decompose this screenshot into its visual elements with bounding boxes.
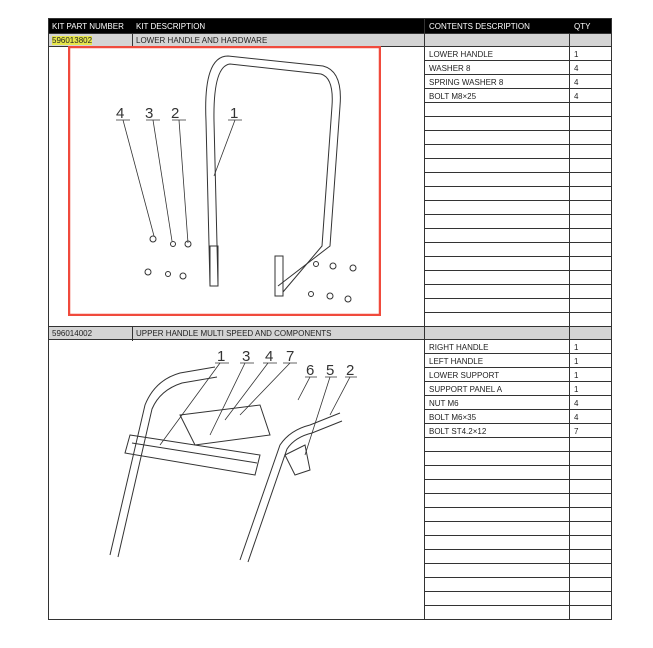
contents-row: WASHER 8 4 <box>425 61 612 75</box>
callout: 4 <box>116 105 124 122</box>
kit-part-number[interactable]: 596013802 <box>52 36 93 45</box>
contents-row <box>425 271 612 285</box>
contents-row: LOWER HANDLE 1 <box>425 47 612 61</box>
col-contents-description: CONTENTS DESCRIPTION <box>429 22 530 31</box>
contents-row <box>425 480 612 494</box>
contents-row: BOLT M8×25 4 <box>425 89 612 103</box>
content-description: LOWER SUPPORT <box>429 371 500 380</box>
contents-row <box>425 438 612 452</box>
contents-row <box>425 536 612 550</box>
callout: 7 <box>286 348 294 365</box>
contents-row <box>425 508 612 522</box>
contents-row <box>425 173 612 187</box>
contents-row <box>425 285 612 299</box>
contents-row <box>425 201 612 215</box>
callout: 6 <box>306 362 314 379</box>
content-qty: 4 <box>574 64 579 73</box>
contents-row <box>425 522 612 536</box>
contents-row <box>425 494 612 508</box>
contents-row <box>425 550 612 564</box>
contents-row <box>425 103 612 117</box>
content-qty: 1 <box>574 343 579 352</box>
content-qty: 1 <box>574 371 579 380</box>
callout: 2 <box>346 362 354 379</box>
callout: 3 <box>242 348 250 365</box>
callout: 1 <box>230 105 238 122</box>
col-qty: QTY <box>574 22 591 31</box>
contents-row: SPRING WASHER 8 4 <box>425 75 612 89</box>
contents-row <box>425 592 612 606</box>
table-header: KIT PART NUMBER KIT DESCRIPTION CONTENTS… <box>49 19 611 34</box>
callout: 5 <box>326 362 334 379</box>
col-kit-description: KIT DESCRIPTION <box>136 22 206 31</box>
contents-row <box>425 131 612 145</box>
col-kit-part-number: KIT PART NUMBER <box>52 22 124 31</box>
contents-row <box>425 187 612 201</box>
content-description: NUT M6 <box>429 399 459 408</box>
kit-row: 596014002 UPPER HANDLE MULTI SPEED AND C… <box>49 326 611 340</box>
contents-row: RIGHT HANDLE 1 <box>425 340 612 354</box>
contents-row <box>425 159 612 173</box>
content-qty: 1 <box>574 357 579 366</box>
contents-row <box>425 243 612 257</box>
content-description: SUPPORT PANEL A <box>429 385 503 394</box>
contents-row <box>425 578 612 592</box>
kit-description: UPPER HANDLE MULTI SPEED AND COMPONENTS <box>136 329 332 338</box>
callout: 3 <box>145 105 153 122</box>
content-description: BOLT M8×25 <box>429 92 477 101</box>
contents-row <box>425 145 612 159</box>
contents-row: BOLT M6×35 4 <box>425 410 612 424</box>
content-description: WASHER 8 <box>429 64 471 73</box>
contents-row <box>425 299 612 313</box>
callout: 4 <box>265 348 273 365</box>
contents-row <box>425 257 612 271</box>
kit-part-number[interactable]: 596014002 <box>52 329 93 338</box>
content-qty: 1 <box>574 385 579 394</box>
content-qty: 4 <box>574 399 579 408</box>
lower-handle-diagram: 4 3 2 1 <box>68 46 381 316</box>
contents-row: LOWER SUPPORT 1 <box>425 368 612 382</box>
contents-row: BOLT ST4.2×12 7 <box>425 424 612 438</box>
contents-row <box>425 606 612 620</box>
content-description: RIGHT HANDLE <box>429 343 489 352</box>
contents-row: LEFT HANDLE 1 <box>425 354 612 368</box>
content-qty: 7 <box>574 427 579 436</box>
contents-row <box>425 215 612 229</box>
callout: 1 <box>217 348 225 365</box>
content-description: BOLT ST4.2×12 <box>429 427 487 436</box>
content-description: LOWER HANDLE <box>429 50 494 59</box>
contents-row <box>425 564 612 578</box>
content-description: SPRING WASHER 8 <box>429 78 504 87</box>
parts-table: KIT PART NUMBER KIT DESCRIPTION CONTENTS… <box>48 18 612 620</box>
contents-row <box>425 117 612 131</box>
content-description: LEFT HANDLE <box>429 357 484 366</box>
content-qty: 4 <box>574 413 579 422</box>
callout: 2 <box>171 105 179 122</box>
content-qty: 4 <box>574 78 579 87</box>
contents-row <box>425 466 612 480</box>
content-description: BOLT M6×35 <box>429 413 477 422</box>
contents-row: NUT M6 4 <box>425 396 612 410</box>
contents-row: SUPPORT PANEL A 1 <box>425 382 612 396</box>
kit-row: 596013802 LOWER HANDLE AND HARDWARE <box>49 33 611 47</box>
contents-row <box>425 229 612 243</box>
selection-box <box>68 46 381 316</box>
kit-description: LOWER HANDLE AND HARDWARE <box>136 36 268 45</box>
contents-row <box>425 313 612 327</box>
contents-row <box>425 452 612 466</box>
content-qty: 1 <box>574 50 579 59</box>
content-qty: 4 <box>574 92 579 101</box>
upper-handle-diagram: 1 3 4 7 6 5 2 <box>109 348 357 563</box>
